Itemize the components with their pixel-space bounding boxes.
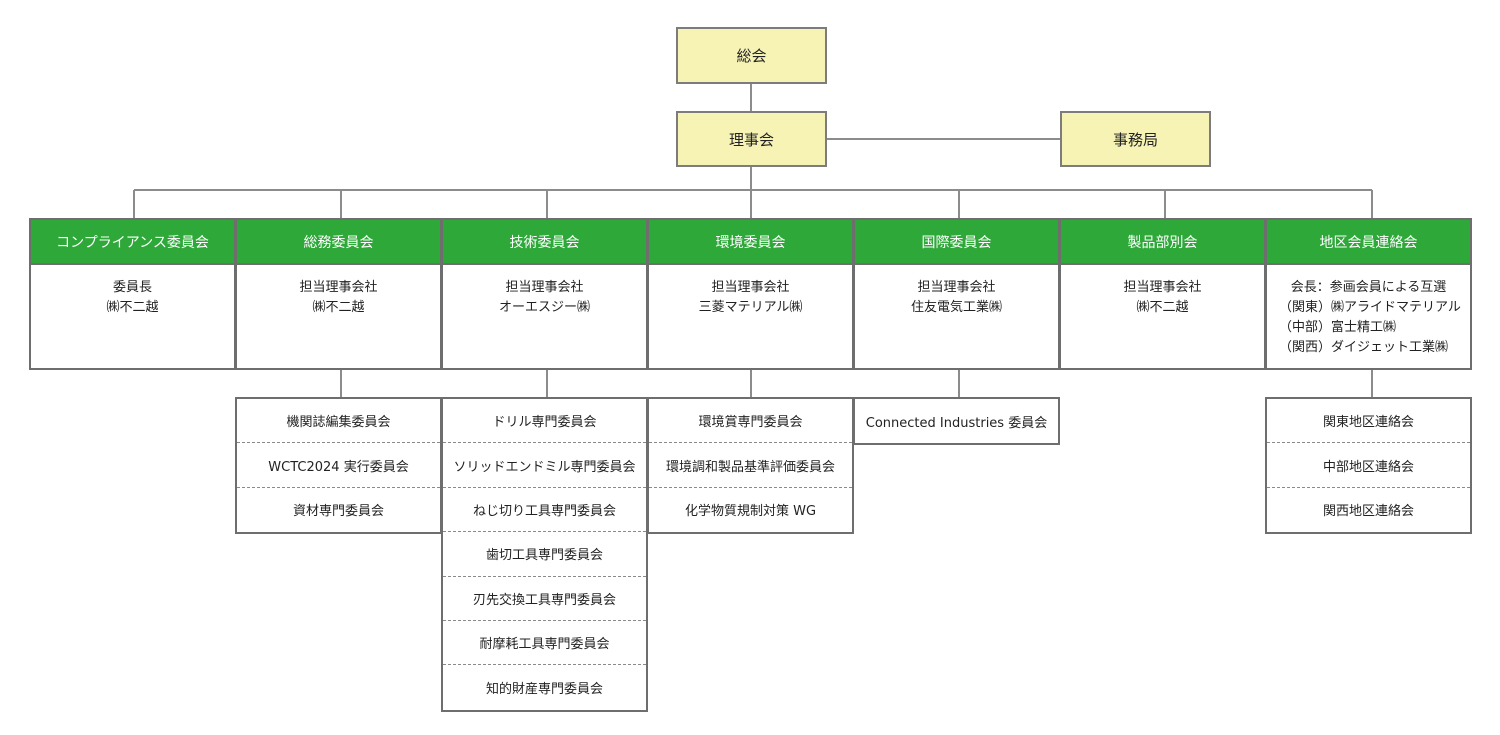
subcommittee-item: 環境調和製品基準評価委員会 [649, 443, 852, 488]
general-assembly-box: 総会 [676, 27, 827, 84]
subcommittee-item: 関西地区連絡会 [1322, 504, 1414, 520]
subcommittee-item: 化学物質規制対策 WG [684, 504, 817, 520]
committee-compliance-header: コンプライアンス委員会 [31, 220, 234, 265]
committee-technical: 技術委員会 担当理事会社 オーエスジー㈱ [441, 218, 648, 370]
international-subcommittees: Connected Industries 委員会 [853, 397, 1060, 446]
board-box: 理事会 [676, 111, 827, 167]
committee-regional-header: 地区会員連絡会 [1267, 220, 1470, 265]
subcommittee-item: 刃先交換工具専門委員会 [443, 577, 646, 621]
committee-technical-line: オーエスジー㈱ [498, 300, 590, 315]
subcommittee-item: 耐摩耗工具専門委員会 [443, 621, 646, 666]
subcommittee-item: 関東地区連絡会 [1267, 399, 1470, 444]
subcommittee-item: 知的財産専門委員会 [485, 682, 603, 698]
subcommittee-item: 中部地区連絡会 [1267, 443, 1470, 488]
committee-regional-line: （中部）富士精工㈱ [1279, 320, 1397, 335]
subcommittee-item: ドリル専門委員会 [443, 399, 646, 444]
committee-general-affairs: 総務委員会 担当理事会社 ㈱不二越 [235, 218, 442, 370]
committee-products-line: 担当理事会社 [1123, 280, 1202, 295]
committee-regional: 地区会員連絡会 会長：参画会員による互選 （関東）㈱アライドマテリアル （中部）… [1265, 218, 1472, 370]
committee-compliance-line: ㈱不二越 [106, 300, 159, 315]
committee-regional-line: 会長：参画会員による互選 [1290, 280, 1447, 295]
committee-products-line: ㈱不二越 [1136, 300, 1189, 315]
committee-regional-line: （関東）㈱アライドマテリアル [1279, 300, 1461, 315]
committee-environment-line: 三菱マテリアル㈱ [698, 300, 803, 315]
committee-products: 製品部別会 担当理事会社 ㈱不二越 [1059, 218, 1266, 370]
committee-compliance-line: 委員長 [112, 280, 152, 295]
general-affairs-subcommittees: 機関誌編集委員会 WCTC2024 実行委員会 資材専門委員会 [235, 397, 442, 535]
committee-environment-header: 環境委員会 [649, 220, 852, 265]
subcommittee-item: 資材専門委員会 [292, 504, 384, 520]
committee-environment: 環境委員会 担当理事会社 三菱マテリアル㈱ [647, 218, 854, 370]
technical-subcommittees: ドリル専門委員会 ソリッドエンドミル専門委員会 ねじ切り工具専門委員会 歯切工具… [441, 397, 648, 712]
subcommittee-item: Connected Industries 委員会 [865, 415, 1048, 431]
board-label: 理事会 [728, 130, 774, 149]
committee-international-line: 担当理事会社 [917, 280, 996, 295]
committee-products-header: 製品部別会 [1061, 220, 1264, 265]
environment-subcommittees: 環境賞専門委員会 環境調和製品基準評価委員会 化学物質規制対策 WG [647, 397, 854, 535]
subcommittee-item: 機関誌編集委員会 [237, 399, 440, 444]
committee-general-affairs-line: ㈱不二越 [312, 300, 365, 315]
committee-regional-line: （関西）ダイジェット工業㈱ [1279, 340, 1449, 355]
regional-subcommittees: 関東地区連絡会 中部地区連絡会 関西地区連絡会 [1265, 397, 1472, 535]
subcommittee-item: WCTC2024 実行委員会 [237, 443, 440, 488]
committee-general-affairs-header: 総務委員会 [237, 220, 440, 265]
committee-compliance: コンプライアンス委員会 委員長 ㈱不二越 [29, 218, 236, 370]
committee-general-affairs-line: 担当理事会社 [299, 280, 378, 295]
committee-environment-line: 担当理事会社 [711, 280, 790, 295]
subcommittee-item: ソリッドエンドミル専門委員会 [443, 443, 646, 488]
committee-technical-header: 技術委員会 [443, 220, 646, 265]
committee-international-line: 住友電気工業㈱ [910, 300, 1002, 315]
committee-international-header: 国際委員会 [855, 220, 1058, 265]
subcommittee-item: 環境賞専門委員会 [649, 399, 852, 444]
committee-international: 国際委員会 担当理事会社 住友電気工業㈱ [853, 218, 1060, 370]
general-assembly-label: 総会 [736, 47, 767, 65]
secretariat-label: 事務局 [1112, 130, 1158, 149]
secretariat-box: 事務局 [1060, 111, 1211, 167]
subcommittee-item: 歯切工具専門委員会 [443, 532, 646, 577]
committee-technical-line: 担当理事会社 [505, 280, 584, 295]
subcommittee-item: ねじ切り工具専門委員会 [443, 488, 646, 533]
